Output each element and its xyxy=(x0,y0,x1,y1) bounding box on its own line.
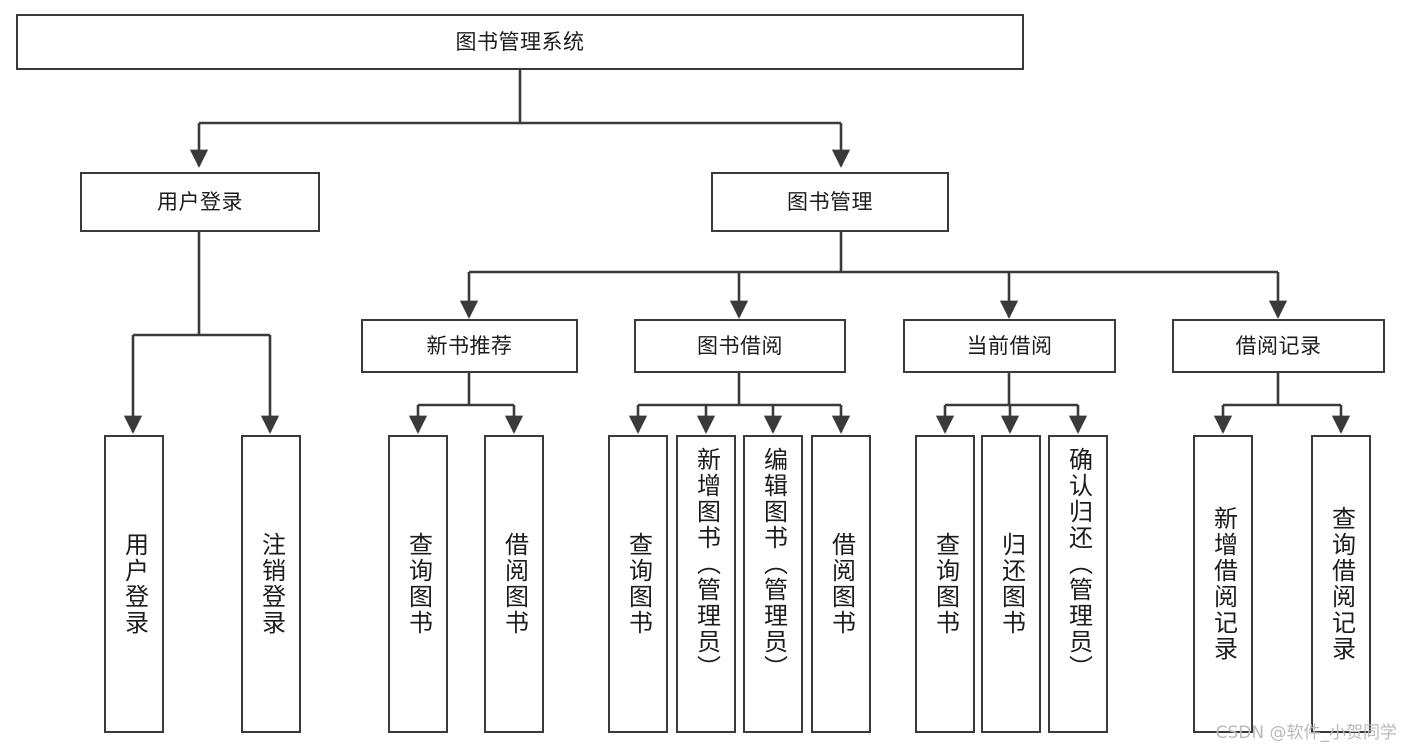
node-new-book-recommend-label: 新书推荐 xyxy=(426,333,513,358)
leaf-add-book[interactable]: 新增图书（管理员） xyxy=(676,435,736,733)
leaf-user-login[interactable]: 用户登录 xyxy=(104,435,164,733)
node-root[interactable]: 图书管理系统 xyxy=(16,14,1024,70)
leaf-query-book-1-label: 查询图书 xyxy=(404,532,433,636)
leaf-query-book-1[interactable]: 查询图书 xyxy=(388,435,448,733)
leaf-edit-book[interactable]: 编辑图书（管理员） xyxy=(743,435,803,733)
leaf-borrow-book-1-label: 借阅图书 xyxy=(500,532,529,636)
leaf-edit-book-label: 编辑图书（管理员） xyxy=(759,447,788,681)
leaf-confirm-return[interactable]: 确认归还（管理员） xyxy=(1048,435,1108,733)
leaf-return-book-label: 归还图书 xyxy=(997,532,1026,636)
leaf-query-book-3[interactable]: 查询图书 xyxy=(915,435,975,733)
leaf-borrow-book-2[interactable]: 借阅图书 xyxy=(811,435,871,733)
node-borrow-record[interactable]: 借阅记录 xyxy=(1172,319,1385,373)
leaf-confirm-return-label: 确认归还（管理员） xyxy=(1064,447,1093,681)
node-book-borrow-label: 图书借阅 xyxy=(697,333,783,358)
leaf-logout-login[interactable]: 注销登录 xyxy=(241,435,301,733)
node-book-manage-label: 图书管理 xyxy=(787,189,873,214)
leaf-query-book-2[interactable]: 查询图书 xyxy=(608,435,668,733)
node-user-login-label: 用户登录 xyxy=(157,189,243,214)
node-book-borrow[interactable]: 图书借阅 xyxy=(634,319,846,373)
leaf-logout-login-label: 注销登录 xyxy=(257,532,286,636)
leaf-return-book[interactable]: 归还图书 xyxy=(981,435,1041,733)
node-borrow-record-label: 借阅记录 xyxy=(1235,333,1322,358)
watermark-text: CSDN @软件_小贺同学 xyxy=(1215,723,1397,743)
leaf-add-book-label: 新增图书（管理员） xyxy=(692,447,721,681)
leaf-query-book-3-label: 查询图书 xyxy=(931,532,960,636)
leaf-borrow-book-1[interactable]: 借阅图书 xyxy=(484,435,544,733)
leaf-query-record[interactable]: 查询借阅记录 xyxy=(1311,435,1371,733)
node-current-borrow-label: 当前借阅 xyxy=(966,333,1053,358)
leaf-add-record-label: 新增借阅记录 xyxy=(1209,506,1238,662)
node-root-label: 图书管理系统 xyxy=(455,29,585,54)
leaf-add-record[interactable]: 新增借阅记录 xyxy=(1193,435,1253,733)
leaf-user-login-label: 用户登录 xyxy=(120,532,149,636)
node-book-manage[interactable]: 图书管理 xyxy=(711,172,949,232)
node-new-book-recommend[interactable]: 新书推荐 xyxy=(361,319,578,373)
leaf-query-record-label: 查询借阅记录 xyxy=(1327,506,1356,662)
node-user-login[interactable]: 用户登录 xyxy=(80,172,320,232)
leaf-borrow-book-2-label: 借阅图书 xyxy=(827,532,856,636)
node-current-borrow[interactable]: 当前借阅 xyxy=(903,319,1116,373)
leaf-query-book-2-label: 查询图书 xyxy=(624,532,653,636)
